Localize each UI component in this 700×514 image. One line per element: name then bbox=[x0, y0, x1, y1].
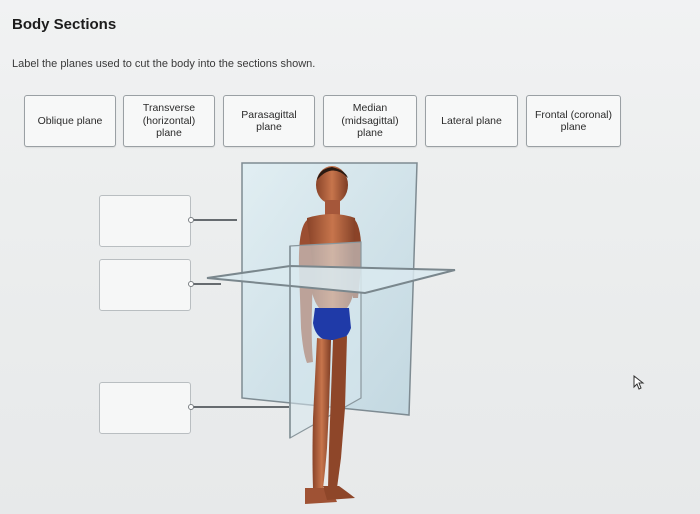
leader-handle-1 bbox=[188, 217, 194, 223]
page-title: Body Sections bbox=[12, 16, 116, 33]
label-chip-frontal-plane[interactable]: Frontal (coronal) plane bbox=[526, 95, 621, 147]
drop-target-1[interactable] bbox=[99, 195, 191, 247]
leader-handle-3 bbox=[188, 404, 194, 410]
label-chip-median-plane[interactable]: Median (midsagittal) plane bbox=[323, 95, 417, 147]
drop-target-2[interactable] bbox=[99, 259, 191, 311]
leader-handle-2 bbox=[188, 281, 194, 287]
label-chip-oblique-plane[interactable]: Oblique plane bbox=[24, 95, 116, 147]
label-chip-lateral-plane[interactable]: Lateral plane bbox=[425, 95, 518, 147]
drop-target-3[interactable] bbox=[99, 382, 191, 434]
label-chip-parasagittal-plane[interactable]: Parasagittal plane bbox=[223, 95, 315, 147]
label-chip-transverse-plane[interactable]: Transverse (horizontal) plane bbox=[123, 95, 215, 147]
human-body-section-planes-illustration bbox=[195, 158, 465, 510]
mouse-cursor-icon bbox=[632, 375, 646, 391]
instruction-text: Label the planes used to cut the body in… bbox=[12, 58, 315, 70]
